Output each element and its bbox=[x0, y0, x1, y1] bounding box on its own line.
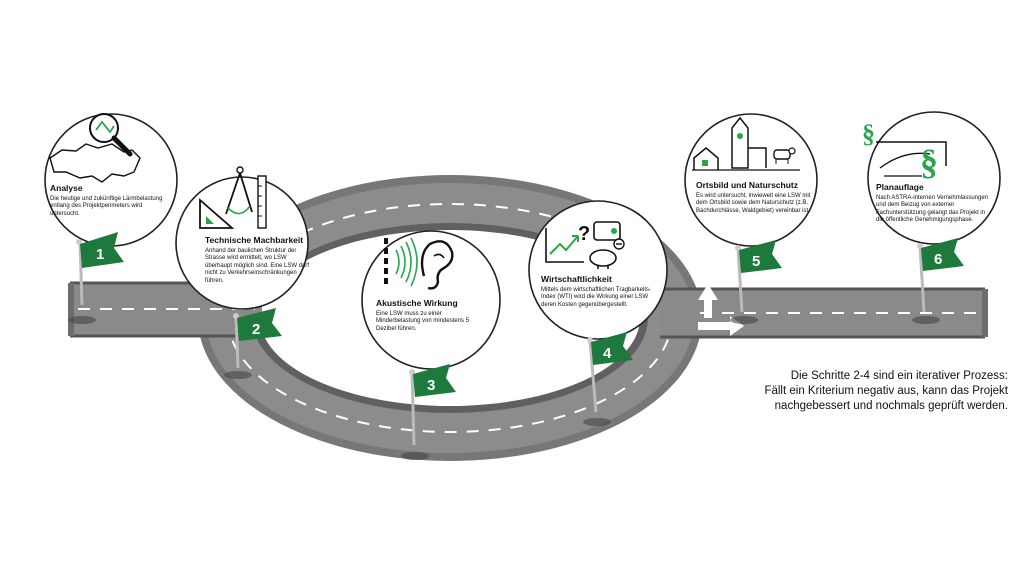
magnifier-icon bbox=[89, 113, 133, 157]
flag-number-4: 4 bbox=[603, 345, 612, 362]
document-icon bbox=[876, 141, 947, 177]
step-5: 5 bbox=[684, 113, 818, 324]
step-1-title: Analyse bbox=[50, 183, 83, 193]
step-4-text: Mittels dem wirtschaftlichen Tragbarkeit… bbox=[541, 286, 652, 308]
sound-waves-icon bbox=[395, 237, 418, 287]
wallet-icon bbox=[593, 221, 621, 241]
iteration-note: Die Schritte 2-4 sind ein iterativer Pro… bbox=[708, 369, 1008, 414]
step-6-title: Planauflage bbox=[876, 182, 924, 192]
chart-arrow-icon bbox=[545, 228, 584, 263]
flag-number-3: 3 bbox=[427, 377, 435, 394]
flag-3: 3 bbox=[409, 364, 456, 397]
step-1-card: Analyse Die heutige und zukünftige Lärmb… bbox=[50, 183, 168, 218]
step-3: 3 bbox=[361, 230, 501, 460]
svg-text:§: § bbox=[862, 119, 875, 148]
step-5-text: Es wird untersucht, inwieweit eine LSW m… bbox=[696, 192, 811, 214]
step-5-title: Ortsbild und Naturschutz bbox=[696, 180, 798, 190]
step-4-card: Wirtschaftlichkeit Mittels dem wirtschaf… bbox=[541, 274, 653, 309]
step-3-text: Eine LSW muss zu einer Minderbelastung v… bbox=[376, 310, 470, 332]
svg-text:?: ? bbox=[578, 223, 590, 245]
step-1: 1 bbox=[44, 113, 178, 324]
ear-icon bbox=[420, 240, 454, 290]
paragraph-icon: § § bbox=[862, 119, 938, 182]
compass-icon bbox=[225, 166, 253, 215]
piggy-bank-icon bbox=[589, 238, 625, 269]
question-icon: ? bbox=[578, 223, 590, 245]
step-2-text: Anhand der baulichen Struktur der Strass… bbox=[205, 247, 310, 284]
step-6-text: Nach ASTRA-internen Vernehmlassungen und… bbox=[876, 194, 989, 224]
step-6-card: Planauflage Nach ASTRA-internen Vernehml… bbox=[876, 182, 992, 225]
svg-text:§: § bbox=[920, 142, 938, 182]
step-4-title: Wirtschaftlichkeit bbox=[541, 274, 612, 284]
step-2-card: Technische Machbarkeit Anhand der baulic… bbox=[205, 235, 313, 285]
church-icon bbox=[731, 116, 767, 169]
ruler-icon bbox=[257, 175, 267, 229]
flag-6: 6 bbox=[917, 238, 964, 271]
step-2-title: Technische Machbarkeit bbox=[205, 235, 304, 245]
flag-5: 5 bbox=[735, 240, 782, 273]
flag-number-2: 2 bbox=[252, 321, 260, 338]
flag-number-5: 5 bbox=[752, 253, 760, 270]
step-3-card: Akustische Wirkung Eine LSW muss zu eine… bbox=[376, 298, 484, 333]
step-1-text: Die heutige und zukünftige Lärmbelastung… bbox=[50, 195, 163, 217]
flag-2: 2 bbox=[233, 308, 282, 341]
step-5-card: Ortsbild und Naturschutz Es wird untersu… bbox=[696, 180, 812, 215]
step-3-title: Akustische Wirkung bbox=[376, 298, 458, 308]
house-icon bbox=[693, 147, 719, 170]
flag-number-1: 1 bbox=[96, 246, 104, 263]
note-line-1: Die Schritte 2-4 sind ein iterativer Pro… bbox=[790, 370, 1008, 382]
step-6: § § 6 bbox=[862, 111, 1001, 324]
swiss-map-icon bbox=[49, 143, 141, 183]
step-4: ? 4 bbox=[528, 200, 668, 426]
note-line-2: Fällt ein Kriterium negativ aus, kann da… bbox=[764, 384, 1008, 397]
note-line-3: nachgebessert und nochmals geprüft werde… bbox=[774, 399, 1008, 412]
flag-number-6: 6 bbox=[934, 251, 942, 268]
set-square-icon bbox=[199, 198, 235, 229]
step-2: 2 bbox=[175, 166, 309, 379]
flag-1: 1 bbox=[76, 232, 124, 268]
flag-4: 4 bbox=[587, 332, 633, 365]
cow-icon bbox=[773, 147, 796, 164]
